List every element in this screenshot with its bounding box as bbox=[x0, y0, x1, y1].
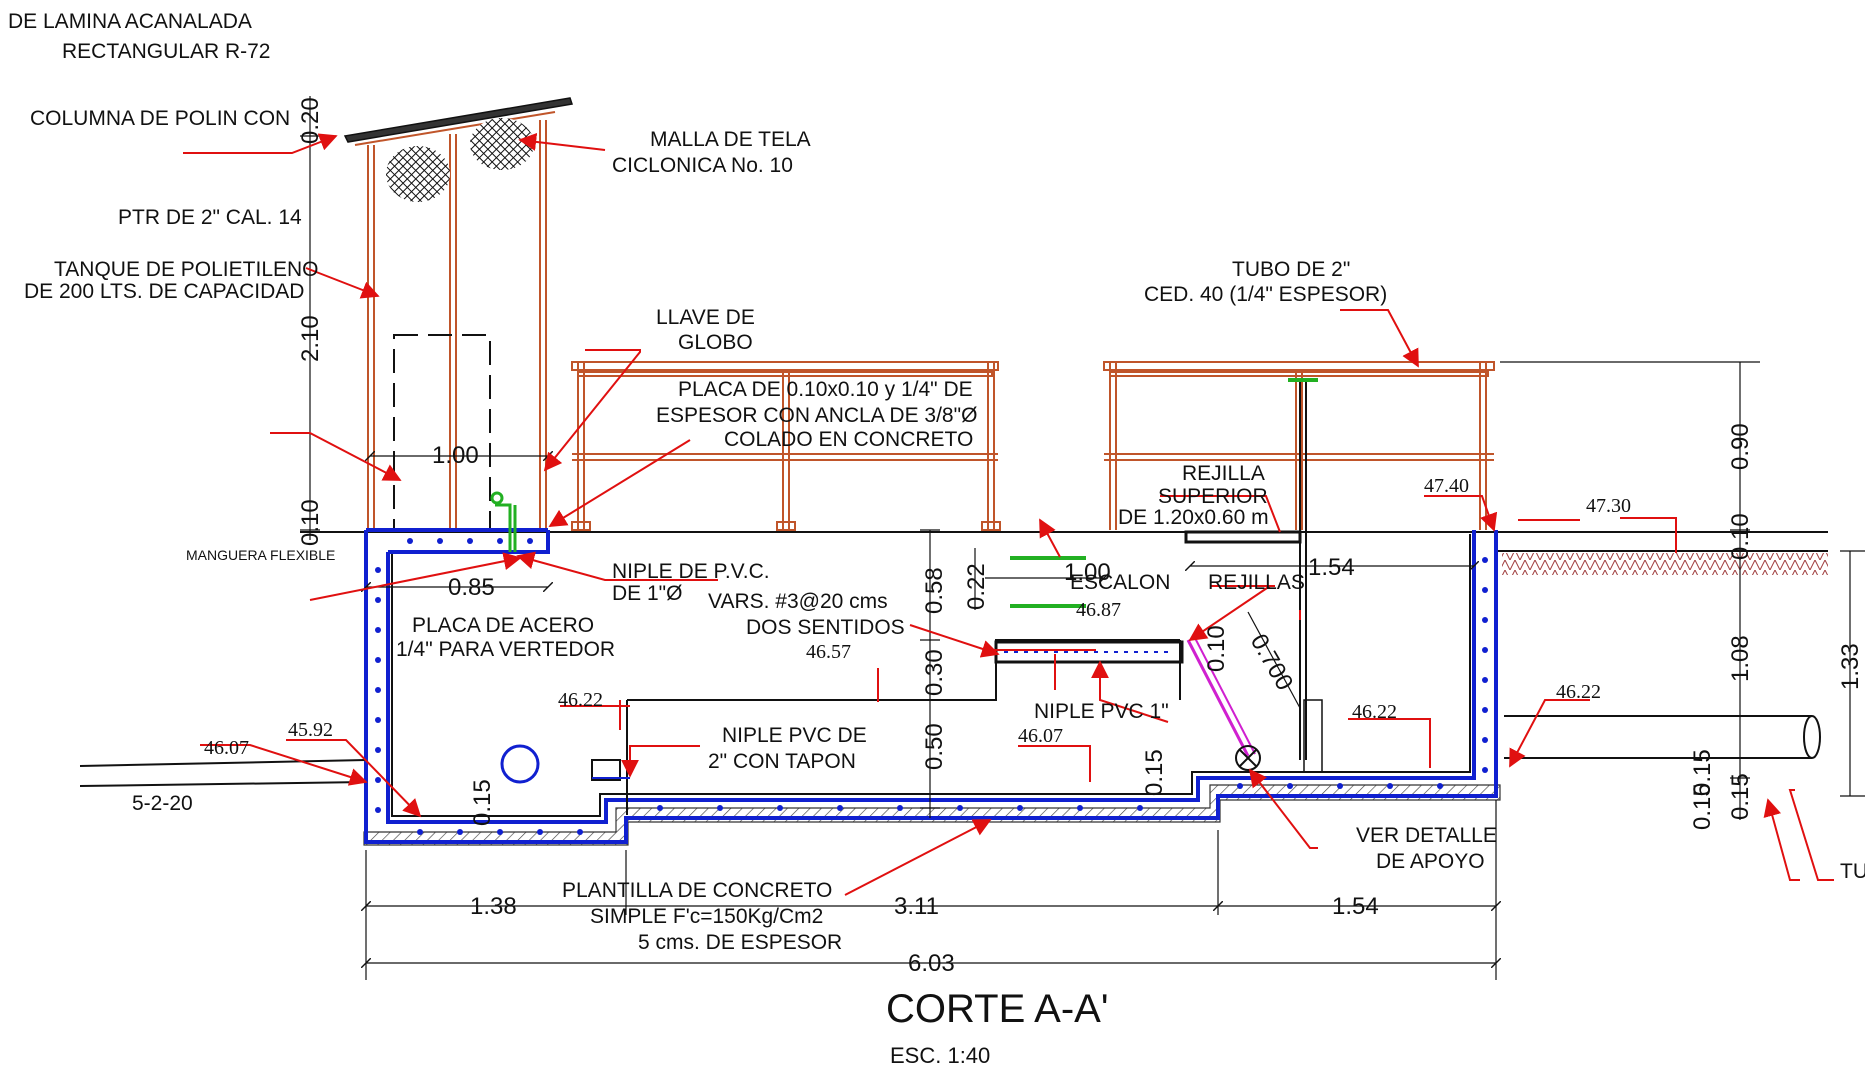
dim-015-c: 0.15 bbox=[1689, 749, 1716, 796]
label-placa-acero-2: 1/4" PARA VERTEDOR bbox=[396, 638, 615, 661]
label-niple-1in-2: DE 1"Ø bbox=[612, 582, 682, 605]
polyethylene-tank bbox=[393, 334, 491, 531]
dim-210: 2.10 bbox=[297, 315, 324, 362]
mesh-patch-left bbox=[386, 146, 450, 202]
label-plantilla-1: PLANTILLA DE CONCRETO bbox=[562, 879, 832, 902]
level-4622-b: 46.22 bbox=[1352, 701, 1397, 723]
dim-030: 0.30 bbox=[921, 649, 948, 696]
label-plantilla-2: SIMPLE F'c=150Kg/Cm2 bbox=[590, 905, 823, 928]
level-4622-a: 46.22 bbox=[558, 689, 603, 711]
leader-lines bbox=[183, 132, 1834, 896]
dim-050: 0.50 bbox=[921, 723, 948, 770]
label-manguera: MANGUERA FLEXIBLE bbox=[186, 547, 335, 563]
level-texts: 47.40 47.30 46.87 46.57 46.22 46.22 46.2… bbox=[204, 475, 1631, 759]
shelter bbox=[343, 97, 573, 531]
dim-070: 0.700 bbox=[1245, 630, 1298, 696]
label-tubo-2: CED. 40 (1/4" ESPESOR) bbox=[1144, 283, 1387, 306]
label-lamina-2: RECTANGULAR R-72 bbox=[62, 40, 270, 63]
dim-311: 3.11 bbox=[894, 893, 939, 920]
dim-154-top: 1.54 bbox=[1308, 554, 1355, 581]
dim-154-bot: 1.54 bbox=[1332, 893, 1379, 920]
dim-015-e: 0.15 bbox=[1689, 783, 1716, 830]
dim-015-d: 0.15 bbox=[1727, 773, 1754, 820]
dim-100b: 1.00 bbox=[1064, 559, 1111, 586]
pvc-pipe-circle bbox=[500, 744, 540, 784]
roof-sheet bbox=[343, 97, 573, 143]
label-niple-2in-2: 2" CON TAPON bbox=[708, 750, 856, 773]
level-4657: 46.57 bbox=[806, 641, 851, 663]
dim-010-grate: 0.10 bbox=[1203, 625, 1230, 672]
label-rejilla-sup-1: REJILLA bbox=[1182, 462, 1265, 485]
dim-015-b: 0.15 bbox=[1141, 749, 1168, 796]
label-lamina-1: DE LAMINA ACANALADA bbox=[8, 10, 252, 33]
dim-085: 0.85 bbox=[448, 574, 495, 601]
label-niple-1: NIPLE PVC 1" bbox=[1034, 700, 1169, 723]
level-4730: 47.30 bbox=[1586, 495, 1631, 517]
soil-hatch bbox=[1502, 553, 1828, 575]
level-4740: 47.40 bbox=[1424, 475, 1469, 497]
dim-020: 0.20 bbox=[297, 97, 324, 144]
outlet-pipe bbox=[1504, 715, 1812, 759]
label-niple-1in-1: NIPLE DE P.V.C. bbox=[612, 560, 770, 583]
label-placa-acero-1: PLACA DE ACERO bbox=[412, 614, 594, 637]
mesh-patch-right bbox=[470, 118, 534, 170]
label-rejillas: REJILLAS bbox=[1208, 571, 1305, 594]
label-tanque-1: TANQUE DE POLIETILENO bbox=[54, 258, 319, 281]
label-llave-1: LLAVE DE bbox=[656, 306, 755, 329]
upper-grate bbox=[1184, 530, 1302, 544]
railing-left bbox=[571, 361, 1001, 531]
dim-108: 1.08 bbox=[1727, 635, 1754, 682]
dim-010-right: 0.10 bbox=[1727, 513, 1754, 560]
level-4622-c: 46.22 bbox=[1556, 681, 1601, 703]
label-escalon: ESCALON bbox=[1070, 571, 1170, 594]
label-tanque-2: DE 200 LTS. DE CAPACIDAD bbox=[24, 280, 304, 303]
label-placa-anc-1: PLACA DE 0.10x0.10 y 1/4" DE bbox=[678, 378, 973, 401]
faucet bbox=[490, 491, 517, 552]
level-4687: 46.87 bbox=[1076, 599, 1121, 621]
dim-138: 1.38 bbox=[470, 893, 517, 920]
section-title: CORTE A-A' bbox=[886, 987, 1109, 1031]
rebar-dots bbox=[375, 538, 1488, 835]
level-4607-a: 46.07 bbox=[1018, 725, 1063, 747]
dim-603: 6.03 bbox=[908, 950, 955, 977]
label-rejilla-sup-3: DE 1.20x0.60 m bbox=[1118, 506, 1269, 529]
roof-beam bbox=[354, 111, 556, 146]
dim-133: 1.33 bbox=[1837, 643, 1864, 690]
label-placa-anc-2: ESPESOR CON ANCLA DE 3/8"Ø bbox=[656, 404, 977, 427]
label-tu: TU bbox=[1840, 860, 1865, 883]
text-labels: DE LAMINA ACANALADA RECTANGULAR R-72 COL… bbox=[8, 10, 1865, 954]
label-placa-anc-3: COLADO EN CONCRETO bbox=[724, 428, 973, 451]
dim-022: 0.22 bbox=[963, 563, 990, 610]
label-ver-detalle-1: VER DETALLE bbox=[1356, 824, 1497, 847]
dim-058: 0.58 bbox=[921, 567, 948, 614]
dimension-lines bbox=[300, 96, 1865, 980]
label-rejilla-sup-2: SUPERIOR bbox=[1158, 485, 1268, 508]
label-plantilla-3: 5 cms. DE ESPESOR bbox=[638, 931, 842, 954]
label-columna: COLUMNA DE POLIN CON bbox=[30, 107, 290, 130]
tank-structure bbox=[79, 491, 1821, 846]
label-ver-detalle-2: DE APOYO bbox=[1376, 850, 1485, 873]
label-tubo-1: TUBO DE 2" bbox=[1232, 258, 1350, 281]
dim-010-left: 0.10 bbox=[297, 499, 324, 546]
dim-100: 1.00 bbox=[432, 442, 479, 469]
dim-015-a: 0.15 bbox=[469, 779, 496, 826]
label-malla-1: MALLA DE TELA bbox=[650, 128, 811, 151]
inclined-grate bbox=[1186, 639, 1250, 757]
section-scale: ESC. 1:40 bbox=[890, 1043, 990, 1068]
support-detail bbox=[1235, 745, 1261, 771]
label-vars-2: DOS SENTIDOS bbox=[746, 616, 905, 639]
level-4592: 45.92 bbox=[288, 719, 333, 741]
level-4607-b: 46.07 bbox=[204, 737, 249, 759]
label-llave-2: GLOBO bbox=[678, 331, 753, 354]
dim-090: 0.90 bbox=[1727, 423, 1754, 470]
label-niple-2in-1: NIPLE PVC DE bbox=[722, 724, 867, 747]
label-slope: 5-2-20 bbox=[132, 792, 193, 815]
label-ptr: PTR DE 2" CAL. 14 bbox=[118, 206, 302, 229]
label-vars-1: VARS. #3@20 cms bbox=[708, 590, 888, 613]
label-malla-2: CICLONICA No. 10 bbox=[612, 154, 793, 177]
